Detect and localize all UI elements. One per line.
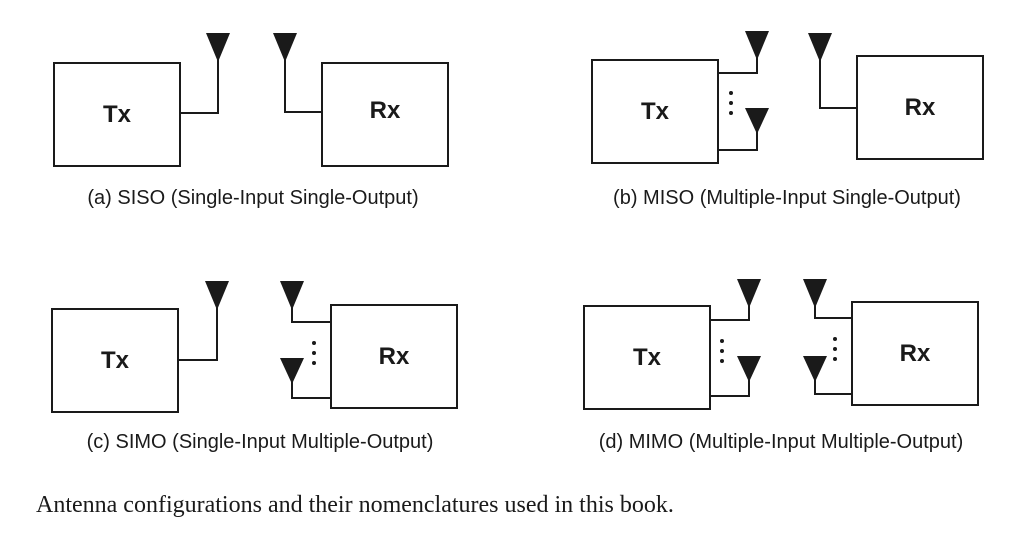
rx-box xyxy=(851,301,979,406)
tx-label: Tx xyxy=(641,98,670,125)
tx-antenna-wire xyxy=(718,48,758,74)
tx-antenna-wire xyxy=(710,296,750,321)
rx-antenna-wire xyxy=(291,372,331,399)
rx-box xyxy=(330,304,458,409)
tx-antenna-icon xyxy=(737,279,761,308)
panel-mimo: Tx Rx (d) MIMO (Multiple-Input Multiple-… xyxy=(583,279,979,453)
ellipsis-icon xyxy=(312,341,316,365)
tx-label: Tx xyxy=(103,101,132,128)
ellipsis-icon xyxy=(729,91,733,115)
rx-antenna-icon xyxy=(280,358,304,384)
rx-antenna-wire xyxy=(819,50,857,109)
ellipsis-icon xyxy=(720,339,724,363)
tx-antenna-icon xyxy=(745,31,769,60)
tx-antenna-wire xyxy=(710,370,750,397)
tx-antenna-wire xyxy=(180,50,219,114)
panel-caption: (d) MIMO (Multiple-Input Multiple-Output… xyxy=(599,431,964,453)
rx-label: Rx xyxy=(370,97,401,124)
rx-box xyxy=(856,55,984,160)
ellipsis-icon xyxy=(833,337,837,361)
rx-antenna-icon xyxy=(280,281,304,310)
rx-label: Rx xyxy=(905,94,936,121)
tx-antenna-icon xyxy=(205,281,229,310)
rx-antenna-wire xyxy=(814,370,852,395)
rx-antenna-wire xyxy=(291,298,331,323)
tx-antenna-wire xyxy=(718,122,758,151)
panel-miso: Tx Rx (b) MISO (Multiple-Input Single-Ou… xyxy=(591,31,984,209)
tx-box xyxy=(583,305,711,410)
rx-antenna-wire xyxy=(814,296,852,319)
panel-caption: (b) MISO (Multiple-Input Single-Output) xyxy=(613,187,961,209)
rx-antenna-icon xyxy=(803,356,827,382)
rx-antenna-icon xyxy=(808,33,832,62)
tx-antenna-wire xyxy=(178,298,218,361)
rx-label: Rx xyxy=(379,343,410,370)
rx-antenna-wire xyxy=(284,50,322,113)
rx-antenna-icon xyxy=(803,279,827,308)
figure-caption: Antenna configurations and their nomencl… xyxy=(36,492,674,518)
panel-caption: (a) SISO (Single-Input Single-Output) xyxy=(87,187,418,209)
tx-box xyxy=(591,59,719,164)
rx-box xyxy=(321,62,449,167)
tx-box xyxy=(53,62,181,167)
tx-label: Tx xyxy=(633,344,662,371)
panel-simo: Tx Rx (c) SIMO (Single-Input Multiple-Ou… xyxy=(51,281,458,453)
tx-box xyxy=(51,308,179,413)
panel-caption: (c) SIMO (Single-Input Multiple-Output) xyxy=(87,431,434,453)
rx-label: Rx xyxy=(900,340,931,367)
tx-antenna-icon xyxy=(206,33,230,62)
tx-antenna-icon xyxy=(745,108,769,134)
rx-antenna-icon xyxy=(273,33,297,62)
tx-label: Tx xyxy=(101,347,130,374)
panel-siso: Tx Rx (a) SISO (Single-Input Single-Outp… xyxy=(53,33,449,209)
tx-antenna-icon xyxy=(737,356,761,382)
